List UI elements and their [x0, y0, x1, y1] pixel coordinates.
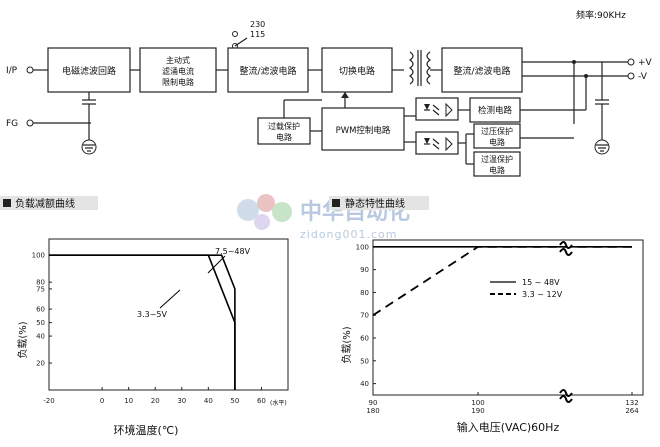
overtemp-protect-block [473, 151, 521, 177]
x-tick-label: 40 [204, 397, 213, 405]
x-tick-label-top: 90 [369, 399, 378, 407]
rectifier-block-1 [227, 47, 309, 93]
axis-break-icon [559, 389, 573, 403]
ground-icon [81, 139, 97, 155]
series-line-dashed [372, 245, 632, 316]
y-tick-label: 90 [360, 266, 369, 274]
x-tick-label: 50 [230, 397, 239, 405]
derating-xlabel: 环境温度(℃) [114, 423, 179, 437]
x-tick-label-top: 132 [625, 399, 638, 407]
emi-filter-label: 电磁滤波回路 [62, 65, 116, 77]
x-tick-label: 30 [177, 397, 186, 405]
inrush-line3: 限制电路 [162, 77, 194, 87]
watermark-url: zidong001.com [300, 228, 397, 241]
y-tick-label: 40 [360, 380, 369, 388]
ip-terminal [26, 66, 34, 74]
x-tick-label-bottom: 264 [625, 407, 639, 415]
inrush-line2: 滤涌电流 [162, 66, 194, 76]
vplus-terminal [627, 58, 635, 66]
y-tick-label: 40 [36, 333, 45, 341]
optocoupler-icon [415, 131, 459, 155]
vminus-terminal [627, 72, 635, 80]
left-section-title: 负载减额曲线 [15, 197, 75, 210]
x-tick-label: 0 [100, 397, 104, 405]
overload-line1: 过载保护 [268, 121, 300, 131]
detection-block [469, 97, 521, 123]
right-section-bar [329, 196, 429, 210]
pwm-control-label: PWM控制电路 [336, 125, 391, 136]
output-vplus-label: +V [638, 58, 653, 68]
frequency-label: 频率:90KHz [576, 9, 626, 21]
x-tick-label-bottom: 180 [366, 407, 379, 415]
series-label-high: 7.5~48V [215, 247, 251, 256]
ovp-line2: 电路 [489, 137, 505, 147]
rectifier-block-2 [441, 47, 523, 93]
switching-label: 切换电路 [339, 65, 375, 77]
rectifier-1-label: 整流/滤波电路 [239, 65, 296, 77]
y-tick-label: 80 [360, 289, 369, 297]
rectifier-2-label: 整流/滤波电路 [453, 65, 510, 77]
x-tick-label-top: 100 [471, 399, 484, 407]
right-section-title: 静态特性曲线 [345, 197, 405, 210]
inrush-line1: 主动式 [166, 55, 190, 65]
overvoltage-protect-block [473, 123, 521, 149]
label-leader-line [207, 255, 226, 274]
x-tick-label-bottom: 190 [471, 407, 484, 415]
static-plot-frame [372, 239, 644, 396]
series-label-low: 3.3~5V [137, 310, 168, 319]
x-tick-label: -20 [43, 397, 54, 405]
fg-terminal [26, 119, 34, 127]
legend-label-1: 15 ~ 48V [522, 278, 560, 287]
x-tick-label: 60 [257, 397, 266, 405]
switch-115-label: 115 [250, 30, 265, 39]
y-tick-label: 60 [36, 306, 45, 314]
y-tick-label: 50 [360, 357, 369, 365]
derating-ylabel: 负载(%) [16, 321, 29, 358]
otp-line1: 过温保护 [481, 154, 513, 164]
x-tick-label: 20 [151, 397, 160, 405]
overload-line2: 电路 [276, 132, 292, 142]
derating-plot-frame [48, 238, 289, 391]
overload-protect-block [257, 117, 311, 145]
axis-break-icon [559, 241, 573, 256]
x-axis-note: (水平) [270, 399, 287, 407]
emi-filter-block [47, 47, 131, 93]
derating-curve-low [49, 254, 236, 390]
watermark-logo-icon [237, 194, 292, 230]
static-xlabel: 输入电压(VAC)60Hz [457, 420, 560, 434]
left-section-bar [0, 196, 98, 210]
output-vminus-label: -V [638, 72, 648, 82]
otp-line2: 电路 [489, 165, 505, 175]
detection-label: 检测电路 [478, 105, 513, 116]
y-tick-label: 60 [360, 335, 369, 343]
input-fg-label: FG [6, 119, 18, 129]
y-tick-label: 75 [36, 285, 45, 293]
bullet-square-icon [332, 199, 340, 207]
static-ylabel: 负载(%) [340, 326, 353, 363]
ground-icon [594, 139, 610, 155]
y-tick-label: 50 [36, 319, 45, 327]
y-tick-label: 70 [360, 312, 369, 320]
bullet-square-icon [3, 199, 11, 207]
switch-230-label: 230 [250, 20, 265, 29]
legend-label-2: 3.3 ~ 12V [522, 290, 563, 299]
y-tick-label: 80 [36, 279, 45, 287]
derating-curve-high [49, 254, 236, 390]
chart-legend: 15 ~ 48V 3.3 ~ 12V [490, 278, 563, 299]
y-tick-label: 100 [356, 243, 369, 251]
transformer-icon [408, 50, 432, 86]
optocoupler-icon [415, 97, 459, 121]
ovp-line1: 过压保护 [481, 126, 513, 136]
y-tick-label: 100 [32, 252, 45, 260]
pwm-control-block [321, 107, 405, 151]
inrush-limit-block [139, 47, 217, 93]
x-tick-label: 10 [124, 397, 133, 405]
y-tick-label: 20 [36, 360, 45, 368]
input-ip-label: I/P [6, 66, 18, 76]
label-leader-line [159, 289, 181, 309]
